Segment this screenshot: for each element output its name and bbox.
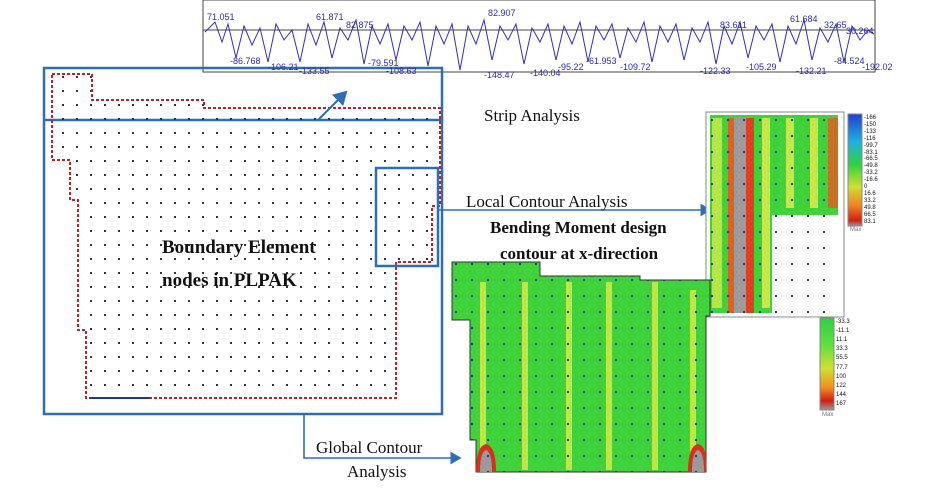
legend-value: 16.6 <box>864 190 876 197</box>
legend-value: -16.6 <box>864 177 878 184</box>
strip-analysis-plot <box>202 0 876 73</box>
arrow-to-global <box>303 414 462 465</box>
legend-value: -150 <box>864 121 877 128</box>
legend-footer: Max <box>850 227 862 234</box>
legend-value: 144 <box>836 391 847 398</box>
legend-value: -166 <box>864 115 877 121</box>
legend-footer: Max <box>822 412 834 418</box>
strip-analysis-label: Strip Analysis <box>484 106 580 125</box>
strip-top-value: 32.65 <box>824 20 847 30</box>
local-contour-label: Local Contour Analysis <box>466 192 628 211</box>
strip-top-value: 30.264 <box>846 26 874 36</box>
legend-value: -49.8 <box>864 163 878 170</box>
strip-bottom-value: -61.953 <box>586 56 617 66</box>
strip-top-value: 83.611 <box>720 20 747 30</box>
strip-bottom-value: -106.21 <box>268 62 299 72</box>
legend-value: -133 <box>864 128 877 135</box>
legend-value: 49.8 <box>864 204 876 211</box>
legend-value: 167 <box>836 400 847 407</box>
local-contour-plot <box>705 111 845 318</box>
legend-value: 33.2 <box>864 197 876 204</box>
strip-bottom-value: -133.55 <box>299 66 330 76</box>
legend-value: -33.3 <box>836 319 850 325</box>
legend-value: -83.1 <box>864 149 878 156</box>
legend-value: 83.1 <box>864 218 876 225</box>
boundary-element-outline <box>51 73 441 399</box>
legend-value: 100 <box>836 373 847 380</box>
strip-bottom-value: -105.29 <box>746 62 777 72</box>
local-selection-box <box>374 166 440 268</box>
strip-top-value: 61.684 <box>790 14 818 24</box>
arrow-to-strip <box>317 90 348 121</box>
boundary-frame <box>42 66 444 416</box>
global-contour-label-line2: Analysis <box>347 462 407 481</box>
strip-bottom-value: -148.47 <box>484 70 515 80</box>
local-legend-bar <box>847 113 863 227</box>
strip-bottom-value: -140.04 <box>530 68 561 78</box>
strip-bottom-value: -192.02 <box>862 62 893 72</box>
legend-value: 66.5 <box>864 211 876 218</box>
legend-value: 33.3 <box>836 346 848 353</box>
strip-top-value: 82.875 <box>346 20 374 30</box>
legend-value: -66.5 <box>864 156 878 163</box>
legend-value: -99.7 <box>864 142 878 149</box>
global-contour-label-line1: Global Contour <box>316 438 423 457</box>
legend-value: -11.1 <box>836 328 850 335</box>
strip-bottom-value: -84.524 <box>834 56 865 66</box>
strip-bottom-value: -79.591 <box>368 58 399 68</box>
boundary-element-label-line1: Boundary Element <box>162 237 316 258</box>
strip-bottom-value: -108.63 <box>386 66 417 76</box>
strip-bottom-value: -132.21 <box>796 66 827 76</box>
legend-value: 11.1 <box>836 337 848 344</box>
strip-top-value: 82.907 <box>488 8 516 18</box>
strip-bottom-value: -86.768 <box>230 56 261 66</box>
strip-bottom-value: -109.72 <box>620 62 651 72</box>
global-contour-plot <box>451 261 711 473</box>
boundary-element-label-line2: nodes in PLPAK <box>162 270 297 291</box>
strip-top-value: 61.871 <box>316 12 344 22</box>
legend-value: 77.7 <box>836 364 848 371</box>
legend-value: 0 <box>864 184 868 190</box>
strip-bottom-value: -122.33 <box>700 66 731 76</box>
legend-value: 55.5 <box>836 355 848 362</box>
bending-moment-title-line1: Bending Moment design <box>490 218 667 237</box>
strip-top-value: 71.051 <box>207 12 235 22</box>
bending-moment-title-line2: contour at x-direction <box>500 244 659 263</box>
legend-value: -33.2 <box>864 170 878 177</box>
global-legend-bar <box>819 317 835 411</box>
strip-bottom-value: -95.22 <box>558 62 584 72</box>
legend-value: 122 <box>836 382 847 389</box>
legend-value: -116 <box>864 135 876 142</box>
